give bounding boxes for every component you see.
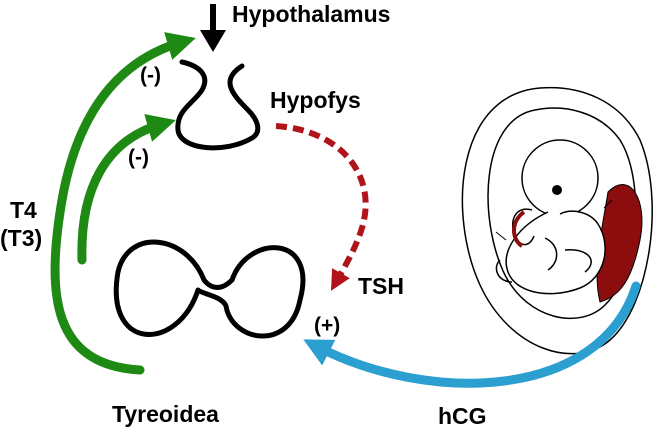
positive-stimulation-label: (+): [314, 314, 340, 337]
pituitary-gland-shape: [175, 59, 261, 151]
feedback-arrow-to-pituitary: [77, 114, 176, 265]
hcg-arrow: [303, 281, 641, 388]
hcg-label: hCG: [438, 403, 487, 429]
t4-label: T4: [10, 197, 37, 223]
negative-feedback-pituitary-label: (-): [128, 146, 149, 169]
negative-feedback-hypothalamus-label: (-): [140, 64, 161, 87]
tsh-arrow: [275, 123, 369, 291]
hypofys-label: Hypofys: [270, 87, 361, 113]
tsh-label: TSH: [358, 273, 404, 299]
fetus-in-uterus-icon: [461, 86, 653, 355]
t3-label: (T3): [0, 225, 42, 251]
feedback-arrow-to-hypothalamus: [50, 32, 196, 375]
thyroid-gland-shape: [113, 239, 306, 339]
hypothalamus-label: Hypothalamus: [232, 1, 390, 27]
tyreoidea-label: Tyreoidea: [112, 401, 219, 427]
hypothalamus-arrow: [200, 4, 226, 52]
